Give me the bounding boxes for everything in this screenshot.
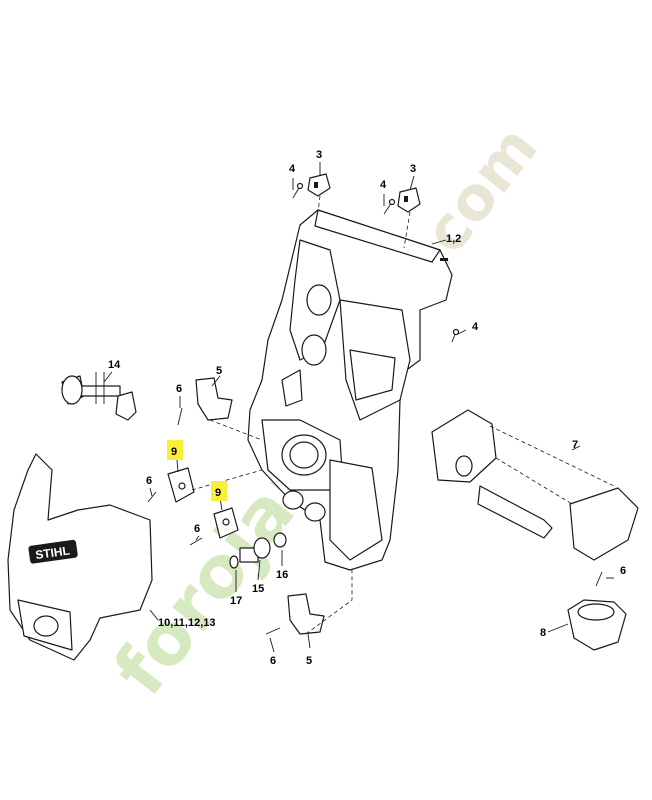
cover-brand-logo: STIHL: [34, 543, 70, 562]
highlight-9b: [211, 481, 227, 501]
callout-6a: 6: [176, 383, 182, 395]
block-lower: [213, 507, 239, 539]
callout-4a: 4: [289, 163, 296, 175]
callout-10-13: 10,11,12,13: [158, 617, 216, 629]
fitting-assembly: [229, 532, 287, 569]
callout-15: 15: [252, 583, 264, 595]
callout-14: 14: [108, 359, 121, 371]
callout-3a: 3: [316, 149, 322, 161]
callout-7: 7: [572, 439, 578, 451]
callout-9a: 9: [171, 446, 177, 458]
callout-labels: 1,2 3 3 4 4 4 5 5 6 6 6 6 6 7 8 9 9 10,1…: [108, 149, 626, 667]
callout-8: 8: [540, 627, 546, 639]
cap-right: [397, 187, 421, 213]
callout-9b: 9: [215, 487, 221, 499]
hose-holder-assembly: [431, 409, 639, 561]
callout-3b: 3: [410, 163, 416, 175]
callout-4b: 4: [380, 179, 387, 191]
front-cover: STIHL: [7, 453, 153, 661]
callout-6e: 6: [620, 565, 626, 577]
screws-small: [147, 407, 603, 635]
leader-lines: [103, 162, 614, 653]
callout-6b: 6: [146, 475, 152, 487]
main-housing: [247, 209, 453, 571]
callout-16: 16: [276, 569, 288, 581]
cap-left: [307, 173, 331, 197]
block-upper: [167, 467, 195, 503]
callout-6c: 6: [194, 523, 200, 535]
bracket-cup: [567, 599, 627, 651]
screws-top: [292, 182, 460, 343]
callout-5a: 5: [216, 365, 222, 377]
callout-5b: 5: [306, 655, 312, 667]
bracket-upper: [195, 377, 233, 421]
highlight-9a: [167, 440, 183, 460]
bracket-lower: [287, 593, 325, 635]
assembly-lines: [191, 195, 411, 635]
callout-1-2: 1,2: [446, 233, 461, 245]
drum-assembly: [61, 372, 137, 421]
callout-4c: 4: [472, 321, 479, 333]
callout-17: 17: [230, 595, 242, 607]
callout-6d: 6: [270, 655, 276, 667]
